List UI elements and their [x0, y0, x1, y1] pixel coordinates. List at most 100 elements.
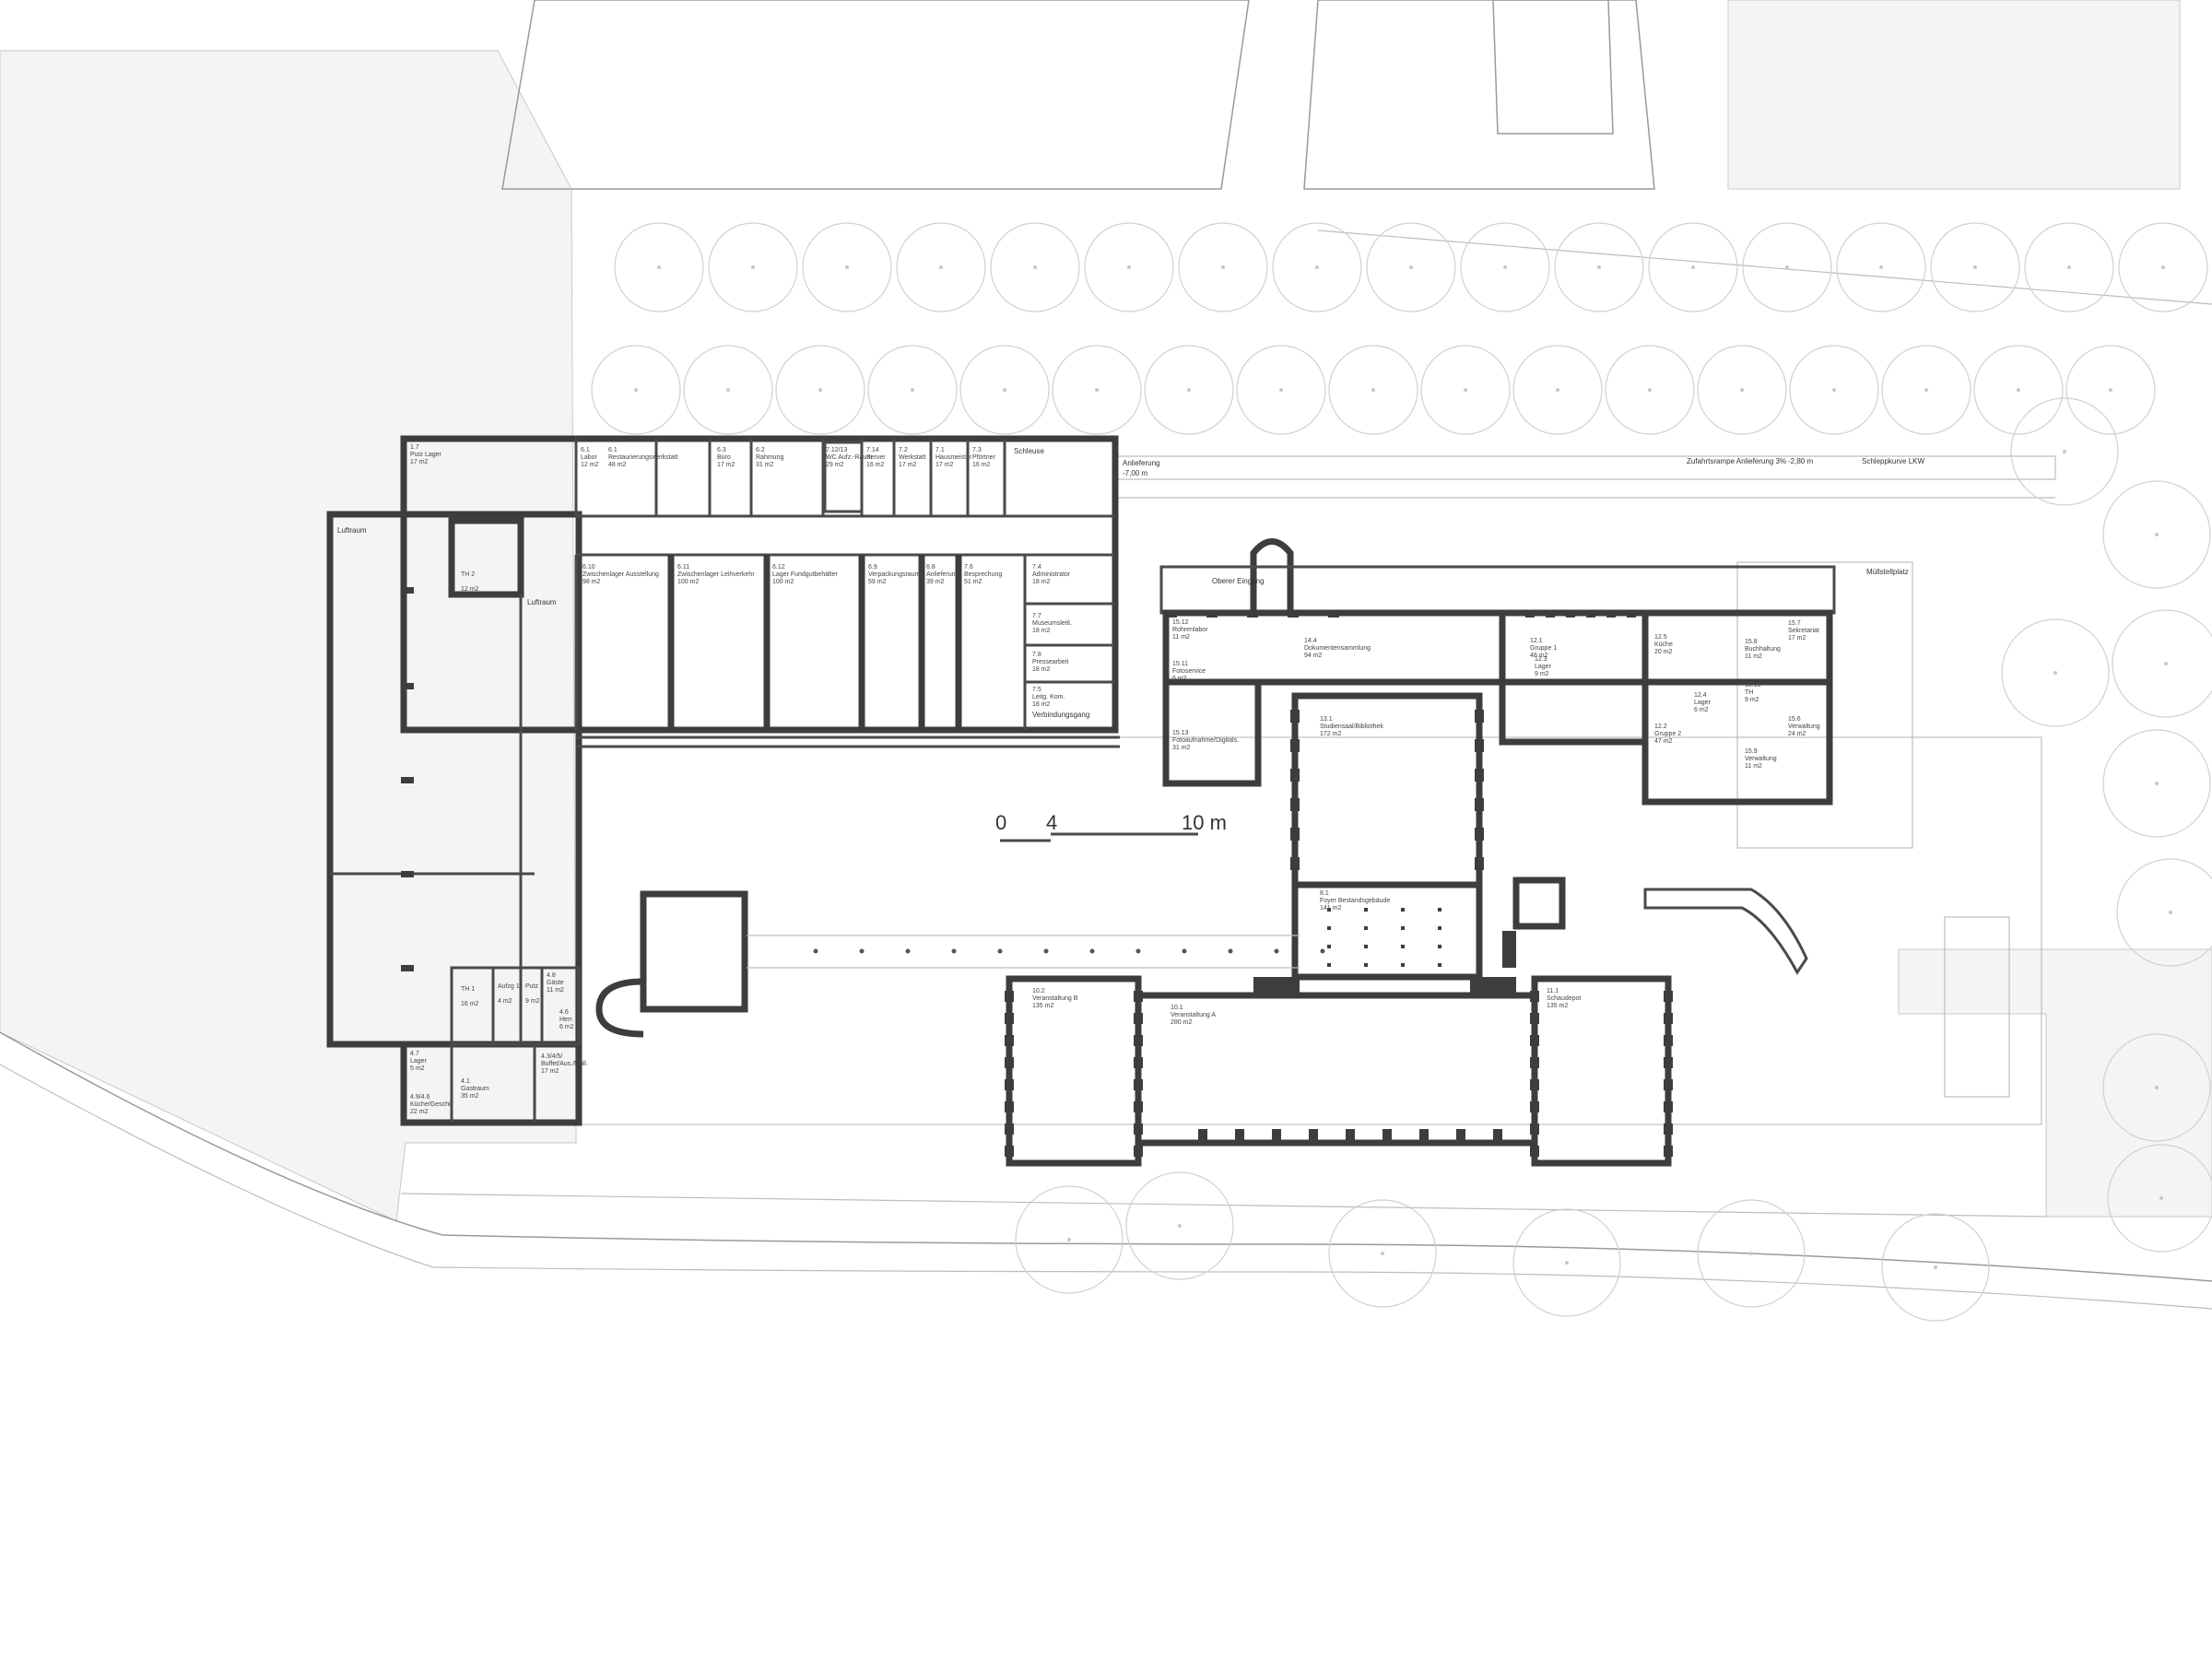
tree [1420, 345, 1511, 435]
pier [1134, 1124, 1143, 1135]
path-lamp [951, 948, 957, 954]
tree [1236, 345, 1326, 435]
room-area: 17 m2 [410, 459, 429, 465]
column [1327, 945, 1331, 948]
column [1438, 963, 1441, 967]
tree-trunk [1381, 1252, 1384, 1255]
pier [1664, 1079, 1673, 1090]
label-luftraum-2: Luftraum [527, 598, 557, 606]
site-context [0, 0, 2212, 1310]
pier [1290, 798, 1300, 811]
pier [1664, 1124, 1673, 1135]
tree-trunk [939, 265, 943, 269]
pier [1206, 610, 1218, 618]
tree [1178, 222, 1268, 312]
label-luftraum-1: Luftraum [337, 526, 367, 535]
pier [1290, 710, 1300, 723]
room-area: 51 m2 [964, 579, 982, 585]
wc-block [450, 966, 581, 1046]
site-labels: Anlieferung -7,00 m Zufahrtsrampe Anlief… [337, 447, 1924, 719]
pier [1328, 610, 1339, 618]
tree-trunk [1565, 1261, 1569, 1265]
tree-trunk [1279, 388, 1283, 392]
room-no: 7.7 [1032, 613, 1041, 619]
column [1401, 908, 1405, 912]
pier [1664, 1035, 1673, 1046]
pier [1664, 1057, 1673, 1068]
room-no: 7.14 [866, 447, 879, 453]
tree [708, 222, 798, 312]
room-area: 11 m2 [1172, 634, 1190, 641]
column [1364, 926, 1368, 930]
room-no: 12.1 [1530, 638, 1543, 644]
room-area: 39 m2 [926, 579, 945, 585]
room-name: Dokumentensammlung [1304, 645, 1371, 652]
pier [1664, 991, 1673, 1002]
tree-trunk [1934, 1265, 1937, 1269]
room-no: 7.4 [1032, 564, 1041, 571]
pier [1606, 610, 1616, 618]
pier [1346, 1129, 1355, 1143]
room-no: 6.10 [582, 564, 595, 571]
room-no: 6.9 [868, 564, 877, 571]
tree-trunk [1648, 388, 1652, 392]
pier [1664, 1013, 1673, 1024]
label-verbindungsgang: Verbindungsgang [1032, 711, 1089, 719]
room-area: 17 m2 [541, 1068, 559, 1075]
room-no: 12.2 [1654, 724, 1667, 730]
neighbor-building-2-inner [1492, 0, 1614, 135]
tree-trunk [1371, 388, 1375, 392]
room-name: Foyer Bestandsgebäude [1320, 898, 1390, 904]
room-area: 17 m2 [1788, 635, 1806, 641]
street-edge-inner [0, 1064, 2212, 1310]
room-no: 13.1 [1320, 716, 1333, 723]
room-no: 4.7 [410, 1051, 419, 1057]
room-name: Hausmeister [935, 454, 972, 461]
tree [802, 222, 892, 312]
tree-trunk [2109, 388, 2112, 392]
room-name: Sekretariat [1788, 628, 1819, 634]
path-lamp [1274, 948, 1279, 954]
tree [614, 222, 704, 312]
tree-trunk [1127, 265, 1131, 269]
pier [1134, 1013, 1143, 1024]
tree-trunk [1749, 1252, 1753, 1255]
tree-trunk [1178, 1224, 1182, 1228]
tree-trunk [1315, 265, 1319, 269]
room-area: 18 m2 [1032, 628, 1051, 634]
tree-trunk [2063, 450, 2066, 453]
room-name: Schaudepot [1547, 995, 1581, 1002]
room-no: 4.8 [547, 972, 556, 979]
tree-trunk [1503, 265, 1507, 269]
tree-trunk [1221, 265, 1225, 269]
room-no: 7.5 [1032, 687, 1041, 693]
pier [1005, 991, 1014, 1002]
neighbor-building-2 [1303, 0, 1655, 190]
tree-trunk [818, 388, 822, 392]
room-name: Gastraum [461, 1086, 489, 1092]
tree [1366, 222, 1456, 312]
room-name: Labor [581, 454, 598, 461]
tree-rows [591, 222, 2212, 1322]
pier [1475, 769, 1484, 782]
room-name: Lager [1535, 664, 1552, 670]
tree-trunk [634, 388, 638, 392]
tree-trunk [2155, 533, 2159, 536]
pier [1566, 610, 1575, 618]
tree-trunk [1740, 388, 1744, 392]
room-area: 11 m2 [547, 987, 564, 994]
tree [2112, 609, 2212, 718]
tree [2001, 618, 2110, 727]
tree-trunk [1067, 1238, 1071, 1241]
tree [1930, 222, 2020, 312]
curved-ramp [1643, 888, 1808, 975]
tree [2118, 222, 2208, 312]
path-lamp [1228, 948, 1233, 954]
